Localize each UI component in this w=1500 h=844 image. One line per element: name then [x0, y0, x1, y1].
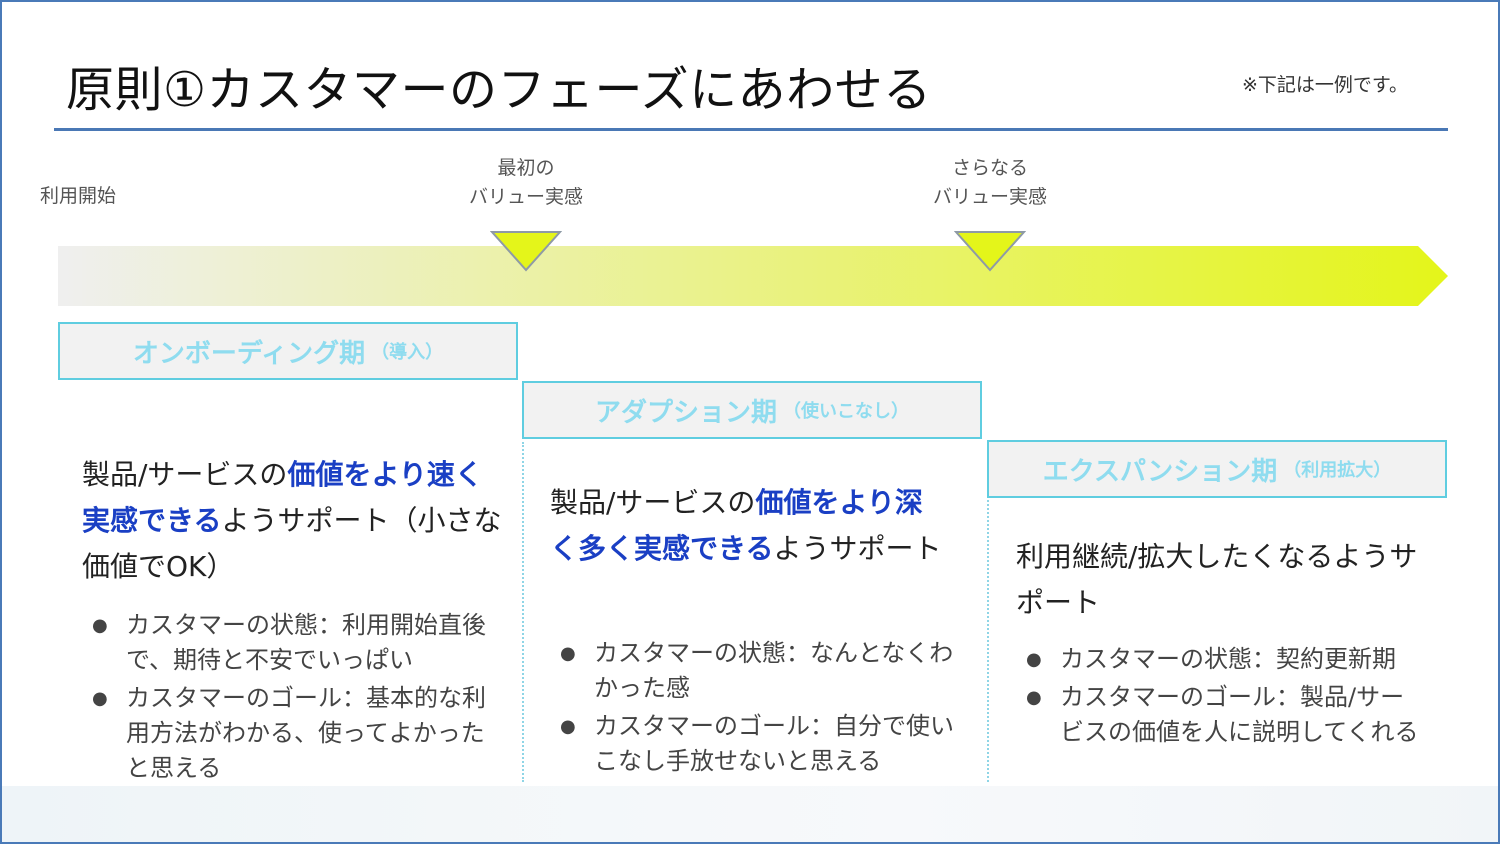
- lead-highlight: 価値をより速く実感できる: [82, 458, 483, 537]
- phase-adoption-header: アダプション期 （使いこなし）: [522, 381, 982, 439]
- timeline-arrow: [58, 246, 1448, 306]
- phase-onboarding-name: オンボーディング期: [132, 338, 366, 369]
- column-divider: [522, 442, 524, 782]
- milestone-further-line1: さらなる: [951, 157, 1028, 179]
- phase-onboarding-header: オンボーディング期 （導入）: [58, 322, 518, 380]
- phase-adoption-name: アダプション期: [594, 397, 777, 428]
- lead-text: ようサポート: [773, 532, 942, 565]
- timeline-milestone-first-value: 最初の バリュー実感: [442, 154, 610, 212]
- phase-expansion-name: エクスパンション期: [1042, 456, 1278, 487]
- phase-adoption-sub: （使いこなし）: [783, 401, 909, 422]
- bullet-item: カスタマーのゴール：自分で使いこなし手放せないと思える: [554, 709, 954, 779]
- lead-text: 製品/サービスの: [82, 458, 288, 491]
- lead-text: ようサポート（小さな価値でOK）: [82, 504, 502, 583]
- phase-expansion-header: エクスパンション期 （利用拡大）: [987, 440, 1447, 498]
- milestone-further-line2: バリュー実感: [932, 186, 1047, 208]
- lead-highlight: 価値をより深く多く実感できる: [550, 486, 923, 565]
- bullet-item: カスタマーのゴール：基本的な利用方法がわかる、使ってよかったと思える: [86, 681, 486, 786]
- phase-adoption-bullets: カスタマーの状態：なんとなくわかった感 カスタマーのゴール：自分で使いこなし手放…: [554, 636, 954, 782]
- phase-expansion-sub: （利用拡大）: [1283, 460, 1392, 481]
- bullet-item: カスタマーのゴール：製品/サービスの価値を人に説明してくれる: [1020, 680, 1420, 750]
- lead-text: 製品/サービスの: [550, 486, 756, 519]
- phase-adoption-lead: 製品/サービスの価値をより深く多く実感できるようサポート: [550, 480, 950, 572]
- milestone-first-line1: 最初の: [497, 157, 555, 179]
- milestone-further-marker: [954, 231, 1026, 272]
- bullet-item: カスタマーの状態：なんとなくわかった感: [554, 636, 954, 706]
- milestone-first-line2: バリュー実感: [468, 186, 583, 208]
- timeline-start-label: 利用開始: [40, 185, 117, 207]
- bullet-item: カスタマーの状態：契約更新期: [1020, 642, 1420, 677]
- phase-expansion-lead: 利用継続/拡大したくなるようサポート: [1016, 540, 1418, 619]
- phase-onboarding-sub: （導入）: [371, 342, 444, 363]
- example-note: ※下記は一例です。: [1242, 74, 1409, 96]
- column-divider: [987, 500, 989, 782]
- bullet-item: カスタマーの状態：利用開始直後で、期待と不安でいっぱい: [86, 608, 486, 678]
- milestone-first-marker: [490, 231, 562, 272]
- phase-onboarding-lead: 製品/サービスの価値をより速く実感できるようサポート（小さな価値でOK）: [82, 452, 502, 590]
- slide-title: 原則①カスタマーのフェーズにあわせる: [66, 62, 932, 118]
- phase-onboarding-bullets: カスタマーの状態：利用開始直後で、期待と不安でいっぱい カスタマーのゴール：基本…: [86, 608, 486, 789]
- bottom-decoration: [2, 786, 1498, 842]
- timeline-milestone-further-value: さらなる バリュー実感: [906, 154, 1074, 212]
- phase-expansion-bullets: カスタマーの状態：契約更新期 カスタマーのゴール：製品/サービスの価値を人に説明…: [1020, 642, 1420, 753]
- title-divider: [54, 128, 1448, 131]
